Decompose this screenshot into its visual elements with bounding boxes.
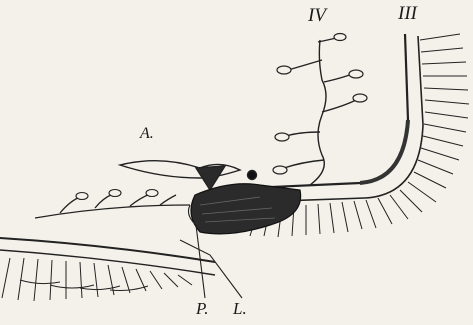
label-iv: IV [308, 6, 326, 25]
appendage-lower [0, 238, 215, 275]
label-a: A. [140, 126, 154, 142]
left-feeler [35, 194, 190, 218]
appendage-iii [250, 34, 423, 202]
basal-segment [191, 184, 301, 234]
label-l: L. [233, 300, 247, 317]
label-p: P. [196, 300, 208, 317]
bristle-fringe-lower [2, 258, 192, 301]
appendage-iv [284, 38, 356, 185]
label-iii: III [398, 4, 417, 23]
left-feeler-knobs [76, 190, 158, 200]
